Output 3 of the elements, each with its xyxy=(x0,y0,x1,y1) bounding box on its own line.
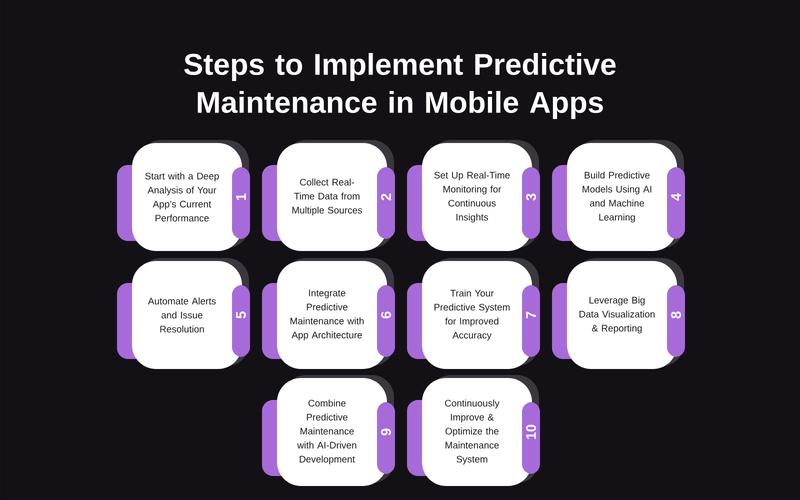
number-tab: 4 xyxy=(667,167,685,239)
title: Steps to Implement Predictive Maintenance in Mobile Apps xyxy=(184,53,616,119)
number-tab: 8 xyxy=(667,285,685,357)
